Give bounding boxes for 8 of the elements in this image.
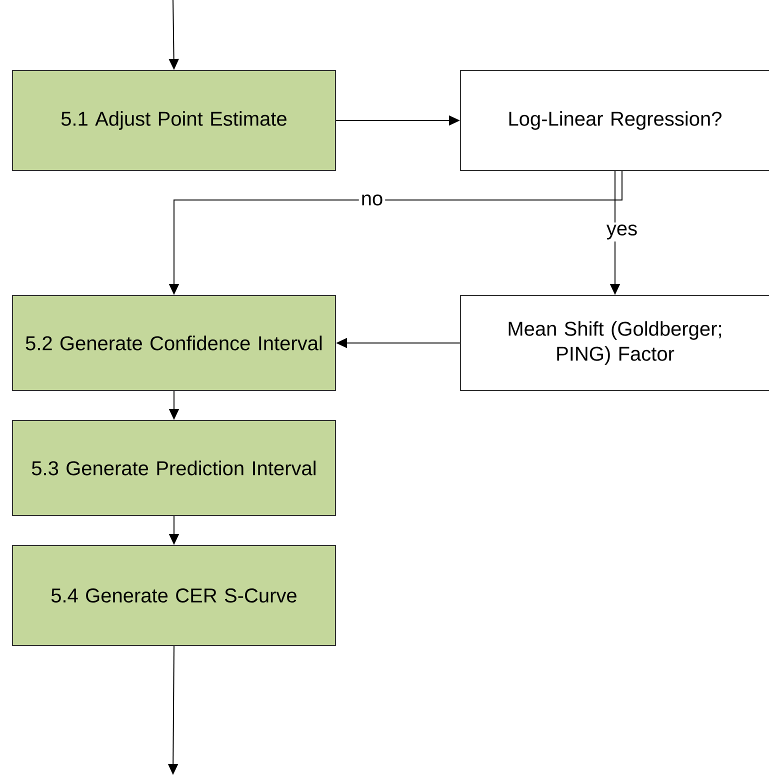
edge-label: no: [358, 192, 386, 208]
edge-label: yes: [604, 222, 640, 242]
process-box: Mean Shift (Goldberger; PING) Factor: [460, 295, 769, 391]
decision-box: Log-Linear Regression?: [460, 70, 769, 171]
process-box: 5.3 Generate Prediction Interval: [12, 420, 336, 516]
process-box: 5.4 Generate CER S-Curve: [12, 545, 336, 646]
process-box: 5.1 Adjust Point Estimate: [12, 70, 336, 171]
process-box: 5.2 Generate Confidence Interval: [12, 295, 336, 391]
